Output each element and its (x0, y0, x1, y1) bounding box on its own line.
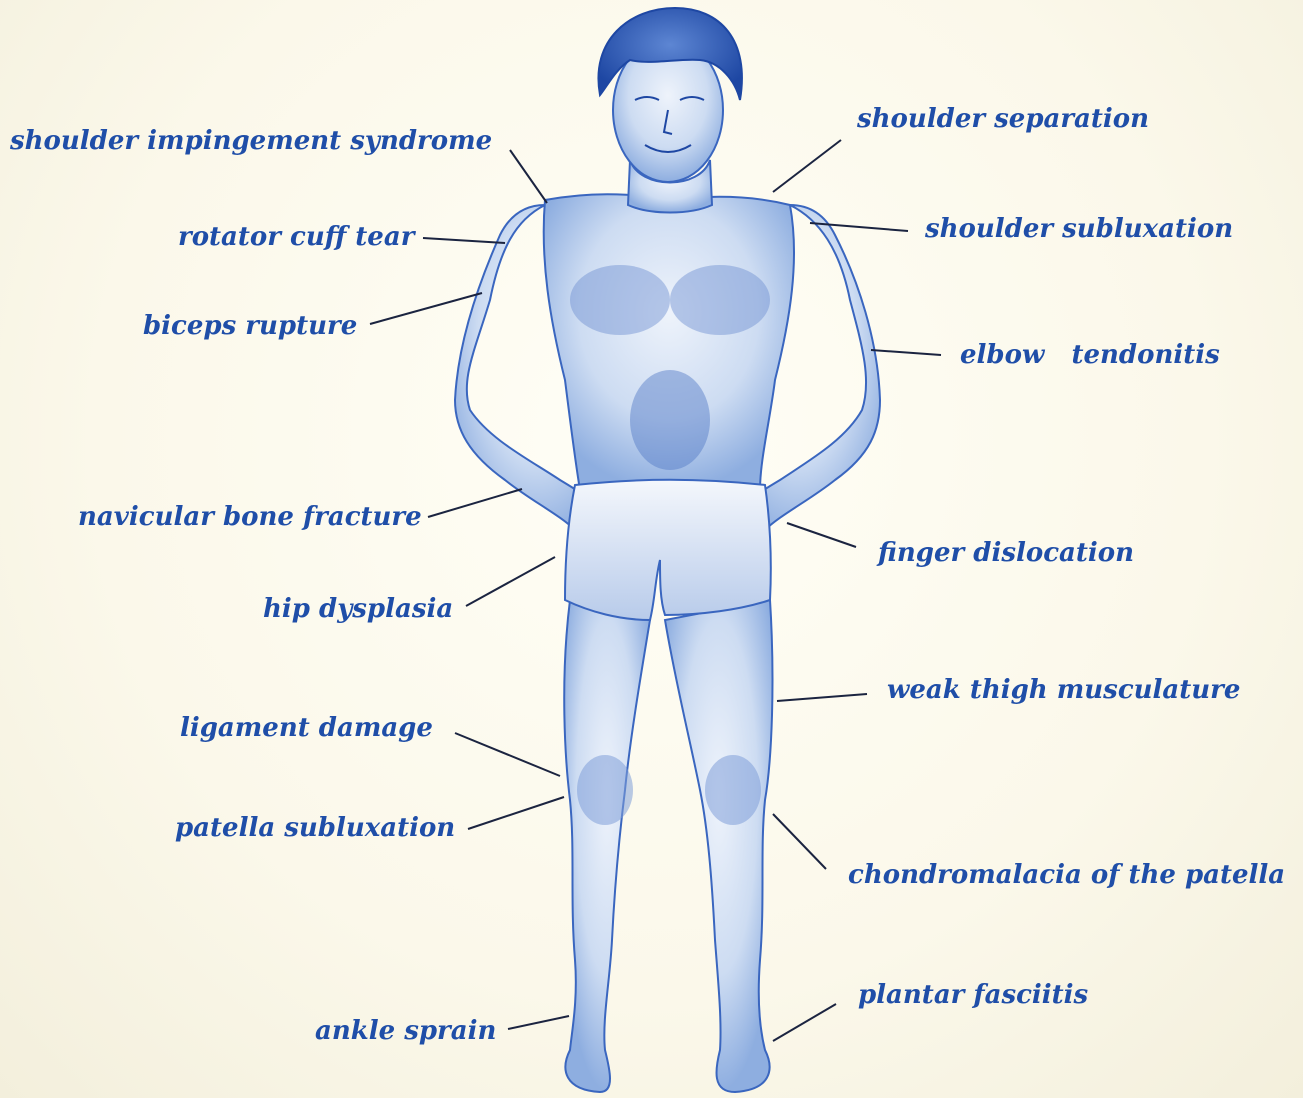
line-hip (466, 557, 555, 606)
line-patella-sub (468, 797, 564, 829)
label-weak-thigh-musculature: weak thigh musculature (887, 675, 1240, 705)
line-shoulder-impingement (510, 150, 547, 203)
label-finger-dislocation: finger dislocation (878, 538, 1134, 568)
label-hip-dysplasia: hip dysplasia (263, 594, 453, 624)
line-shoulder-separation (773, 140, 841, 192)
label-navicular-bone-fracture: navicular bone fracture (78, 502, 422, 532)
label-patella-subluxation: patella subluxation (175, 813, 455, 843)
label-plantar-fasciitis: plantar fasciitis (858, 980, 1088, 1010)
label-ankle-sprain: ankle sprain (315, 1016, 496, 1046)
label-biceps-rupture: biceps rupture (143, 311, 357, 341)
human-figure-icon (455, 8, 880, 1092)
line-navicular (428, 489, 522, 517)
line-elbow (871, 350, 941, 355)
line-biceps (370, 293, 482, 324)
label-shoulder-impingement-syndrome: shoulder impingement syndrome (10, 126, 492, 156)
line-rotator-cuff (423, 238, 505, 243)
line-chondromalacia (773, 814, 826, 869)
line-plantar (773, 1004, 836, 1041)
left-leg-icon (564, 600, 650, 1092)
label-shoulder-subluxation: shoulder subluxation (925, 214, 1233, 244)
label-chondromalacia-of-the-patella: chondromalacia of the patella (848, 860, 1285, 890)
shorts-icon (565, 480, 771, 620)
label-rotator-cuff-tear: rotator cuff tear (178, 222, 414, 252)
label-elbow-tendonitis: elbow tendonitis (960, 340, 1220, 370)
label-ligament-damage: ligament damage (180, 713, 433, 743)
line-ankle (508, 1016, 569, 1029)
right-leg-icon (665, 600, 772, 1092)
line-finger (787, 523, 856, 547)
line-thigh (777, 694, 867, 701)
line-ligament (455, 733, 560, 776)
label-shoulder-separation: shoulder separation (857, 104, 1149, 134)
